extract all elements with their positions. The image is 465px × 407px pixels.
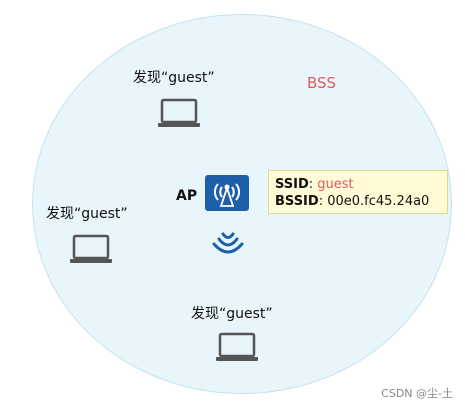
beacon-info-box: SSID: guest BSSID: 00e0.fc45.24a0 xyxy=(268,170,448,214)
station-1-label: 发现“guest” xyxy=(133,70,215,86)
bssid-value: 00e0.fc45.24a0 xyxy=(327,194,430,209)
laptop-icon xyxy=(70,234,112,263)
bssid-key: BSSID xyxy=(275,194,319,209)
ssid-key: SSID xyxy=(275,177,309,192)
ap-label: AP xyxy=(176,188,198,204)
bss-label: BSS xyxy=(307,74,337,92)
laptop-icon xyxy=(216,332,258,361)
wifi-signal-icon xyxy=(212,232,244,254)
access-point-icon xyxy=(205,175,249,211)
station-3-label: 发现“guest” xyxy=(191,306,273,322)
ssid-row: SSID: guest xyxy=(275,177,354,192)
bssid-row: BSSID: 00e0.fc45.24a0 xyxy=(275,194,430,209)
ssid-value: guest xyxy=(317,177,354,192)
watermark: CSDN @尘-土 xyxy=(381,387,453,400)
station-2-label: 发现“guest” xyxy=(46,206,128,222)
laptop-icon xyxy=(158,98,200,127)
